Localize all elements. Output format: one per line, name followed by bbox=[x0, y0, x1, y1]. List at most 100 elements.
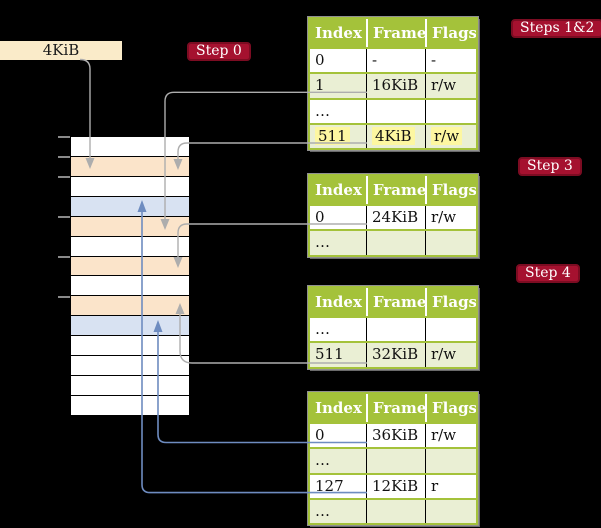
table-cell bbox=[366, 449, 425, 473]
table-cell: r/w bbox=[425, 206, 476, 230]
memory-frame-row-page bbox=[71, 316, 189, 337]
frame-size-label: 4KiB bbox=[42, 41, 80, 59]
table-cell: 32KiB bbox=[366, 343, 425, 367]
cell-value: 16KiB bbox=[372, 76, 419, 95]
table-row: … bbox=[310, 447, 476, 473]
cell-value: 0 bbox=[315, 426, 325, 444]
table-cell: 0 bbox=[310, 49, 366, 72]
memory-address-tick bbox=[58, 176, 70, 178]
memory-frame-row-free bbox=[71, 376, 189, 396]
table-cell: … bbox=[310, 449, 366, 472]
table-cell: r/w bbox=[425, 124, 476, 149]
cell-value: … bbox=[315, 451, 330, 470]
cell-value: 0 bbox=[315, 51, 325, 69]
cell-value: 12KiB bbox=[372, 476, 419, 495]
cell-value: r bbox=[431, 476, 439, 495]
cell-value: … bbox=[315, 501, 330, 520]
cell-value: 127 bbox=[315, 476, 344, 495]
column-header: Frame bbox=[366, 394, 425, 422]
column-header: Index bbox=[310, 394, 366, 422]
cell-value: … bbox=[315, 101, 330, 120]
cell-value: 511 bbox=[315, 345, 344, 364]
table-cell: r/w bbox=[425, 424, 476, 448]
cell-value: r/w bbox=[431, 76, 457, 95]
memory-address-tick bbox=[58, 296, 70, 298]
table-row: … bbox=[310, 229, 476, 255]
column-header: Flags bbox=[425, 288, 476, 316]
memory-frame-row-table bbox=[71, 156, 189, 177]
cell-value: r/w bbox=[431, 426, 457, 444]
table-row: … bbox=[310, 497, 476, 524]
column-header: Flags bbox=[425, 19, 476, 47]
highlighted-cell-value: 511 bbox=[315, 126, 350, 145]
memory-frame-row-table bbox=[71, 216, 189, 237]
memory-frame-row-free bbox=[71, 137, 189, 157]
column-header: Index bbox=[310, 19, 366, 47]
table-cell: r/w bbox=[425, 74, 476, 98]
table-cell: 36KiB bbox=[366, 424, 425, 448]
column-header: Frame bbox=[366, 19, 425, 47]
table-cell: 0 bbox=[310, 424, 366, 447]
table-cell: 511 bbox=[310, 125, 366, 148]
table-cell bbox=[425, 231, 476, 255]
cell-value: 32KiB bbox=[372, 345, 419, 364]
table-cell: … bbox=[310, 500, 366, 523]
memory-address-tick bbox=[58, 136, 70, 138]
memory-address-tick bbox=[58, 216, 70, 218]
table-cell: 511 bbox=[310, 343, 366, 366]
table-row: 0 24KiB r/w bbox=[310, 204, 476, 230]
memory-frame-row-page bbox=[71, 196, 189, 217]
table-cell: r/w bbox=[425, 343, 476, 367]
memory-address-tick bbox=[58, 156, 70, 158]
cell-value: … bbox=[315, 320, 330, 338]
table-cell: 4KiB bbox=[366, 124, 425, 149]
table-cell: … bbox=[310, 100, 366, 123]
table-cell bbox=[425, 318, 476, 342]
cell-value: - bbox=[372, 51, 378, 69]
cell-value: … bbox=[315, 233, 330, 252]
cell-value: 36KiB bbox=[372, 426, 419, 444]
frame-size-label-box: 4KiB bbox=[0, 41, 122, 60]
badge-step-4: Step 4 bbox=[516, 264, 580, 283]
table-cell: … bbox=[310, 231, 366, 254]
column-header: Frame bbox=[366, 176, 425, 204]
table-cell bbox=[425, 499, 476, 524]
table-cell: r bbox=[425, 474, 476, 498]
table-cell: 127 bbox=[310, 475, 366, 498]
badge-step-3: Step 3 bbox=[518, 157, 582, 176]
memory-frame-row-free bbox=[71, 176, 189, 197]
table-cell: 0 bbox=[310, 206, 366, 229]
table-row: 511 32KiB r/w bbox=[310, 341, 476, 367]
memory-column bbox=[70, 136, 190, 416]
memory-frame-row-free bbox=[71, 395, 189, 415]
cell-value: 24KiB bbox=[372, 208, 419, 226]
table-cell: 16KiB bbox=[366, 74, 425, 98]
column-header: Frame bbox=[366, 288, 425, 316]
table-cell bbox=[425, 449, 476, 473]
column-header: Flags bbox=[425, 176, 476, 204]
table-row: … bbox=[310, 316, 476, 342]
column-header: Flags bbox=[425, 394, 476, 422]
table-cell: 24KiB bbox=[366, 206, 425, 230]
table-cell: - bbox=[425, 49, 476, 73]
table-cell bbox=[366, 231, 425, 255]
table-cell bbox=[366, 99, 425, 123]
table-row: 0 - - bbox=[310, 47, 476, 73]
memory-frame-row-free bbox=[71, 356, 189, 377]
table-cell: 12KiB bbox=[366, 474, 425, 498]
badge-step-0: Step 0 bbox=[187, 42, 251, 61]
column-header: Index bbox=[310, 288, 366, 316]
table-cell bbox=[425, 99, 476, 123]
table-cell bbox=[366, 318, 425, 342]
table-cell: - bbox=[366, 49, 425, 73]
table-cell: … bbox=[310, 318, 366, 341]
